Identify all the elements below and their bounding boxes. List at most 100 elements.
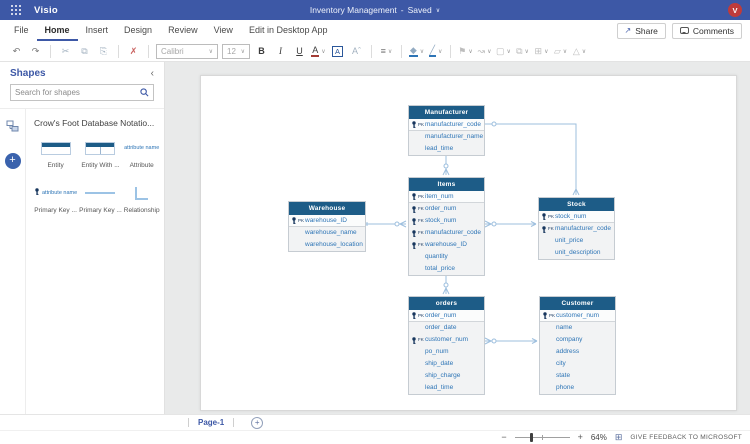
fill-color-icon: ◆ [408,45,418,57]
shape-primary-key[interactable]: Primary Key ... [79,185,122,214]
key-type-label: FK [418,242,424,247]
font-color-button[interactable]: A∨ [310,43,327,59]
search-icon[interactable] [140,88,149,97]
avatar[interactable]: V [728,3,742,17]
tab-view[interactable]: View [213,25,233,35]
fill-color-button[interactable]: ◆∨ [408,43,425,59]
divider [233,418,235,427]
zoom-slider-knob[interactable] [529,433,533,442]
container-button[interactable]: ⊞∨ [533,43,550,59]
paste-button[interactable]: ⎘ [95,43,112,59]
shapes-panel-title: Shapes [10,68,46,79]
key-type-label: FK [418,337,424,342]
zoom-out-button[interactable]: − [501,432,507,442]
copy-button[interactable]: ⧉ [76,43,93,59]
page-tab[interactable]: Page-1 [198,418,225,427]
field-name: unit_price [555,237,584,244]
redo-button[interactable]: ↷ [27,43,44,59]
change-shape-button[interactable]: △∨ [571,43,588,59]
stencil-icon[interactable] [6,119,19,137]
line-color-button[interactable]: ╱∨ [427,43,444,59]
tab-review[interactable]: Review [168,25,198,35]
key-type-label: FK [418,230,424,235]
field-name: state [556,372,571,379]
bold-button[interactable]: B [253,43,270,59]
cut-button[interactable]: ✂ [57,43,74,59]
key-icon [411,241,417,250]
zoom-level[interactable]: 64% [590,433,607,442]
field-name: order_num [425,205,457,212]
font-family-select[interactable]: Calibri∨ [156,43,218,59]
field-name: ship_date [425,360,454,367]
paste-icon: ⎘ [99,45,108,56]
connector-layer [365,121,580,345]
align-button[interactable]: ≡∨ [378,43,395,59]
app-launcher-icon[interactable] [8,2,24,18]
arrange-button[interactable]: ▱∨ [552,43,569,59]
field-name: unit_description [555,249,601,256]
italic-button[interactable]: I [272,43,289,59]
shape-entity-with[interactable]: Entity With ... [79,140,122,169]
shapes-button[interactable]: ▢∨ [495,43,512,59]
field-name: lead_time [425,145,454,152]
tab-insert[interactable]: Insert [85,25,109,35]
share-button[interactable]: ↗ Share [616,22,666,39]
tab-edit-in-desktop-app[interactable]: Edit in Desktop App [248,25,328,35]
grow-font-button[interactable]: Aˆ [348,43,365,59]
key-icon [411,217,417,226]
connectors-button[interactable]: ↝∨ [476,43,493,59]
undo-button[interactable]: ↶ [8,43,25,59]
shape-relationship[interactable]: Relationship [124,185,160,214]
add-stencil-button[interactable]: + [4,153,21,169]
position-button[interactable]: ⚑∨ [457,43,474,59]
entity-field-city: city [540,358,615,370]
key-type-label: PK [418,194,425,199]
entity-field-lead-time: lead_time [409,382,484,394]
field-name: city [556,360,566,367]
underline-button[interactable]: U [291,43,308,59]
divider [188,418,189,427]
relationship-connector[interactable] [485,123,577,195]
zoom-in-button[interactable]: + [577,432,583,442]
field-name: warehouse_name [305,229,357,236]
fit-to-window-icon[interactable]: ⊞ [614,432,623,442]
zoom-slider[interactable] [514,433,570,442]
shape-thumbnail [85,140,116,156]
tab-file[interactable]: File [14,25,29,35]
font-size-select[interactable]: 12∨ [222,43,250,59]
title-separator: - [400,5,404,15]
group-button[interactable]: ⧉∨ [514,43,531,59]
stencil-section-title[interactable]: Crow's Foot Database Notatio... [34,118,155,128]
shape-entity[interactable]: Entity [34,140,77,169]
main-area: Shapes ‹ + Crow's Foot Database Notatio.… [0,62,750,414]
document-title-group[interactable]: Inventory Management - Saved ∨ [150,5,600,15]
delete-button[interactable]: ✗ [125,43,142,59]
shape-search-input[interactable] [11,88,140,97]
document-title: Inventory Management [309,5,397,15]
comments-button[interactable]: Comments [671,22,742,39]
tab-home[interactable]: Home [37,20,78,41]
feedback-link[interactable]: GIVE FEEDBACK TO MICROSOFT [630,434,742,441]
ribbon-tabs: File Home Insert Design Review View Edit in De… [6,20,336,41]
tab-design[interactable]: Design [124,25,153,35]
font-color-icon: A [311,45,320,57]
collapse-panel-icon[interactable]: ‹ [150,68,154,79]
field-name: manufacturer_name [425,133,484,140]
add-page-button[interactable]: + [251,416,264,429]
text-highlight-button[interactable]: A [329,43,346,59]
undo-icon: ↶ [12,45,21,56]
